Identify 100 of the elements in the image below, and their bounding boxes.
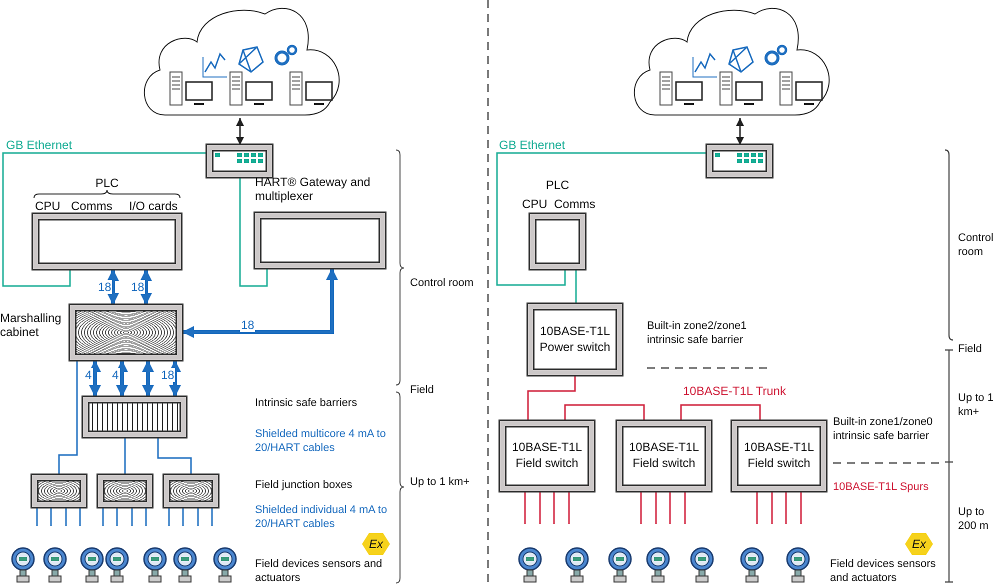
node-label: HART® Gateway and multiplexer [255,175,372,204]
junction-box [98,475,152,507]
plc-rack [530,214,585,269]
cable-line [669,491,671,524]
bracket-label: Up to 200 m [958,506,990,534]
switch-box: 10BASE-T1L Field switch [732,421,826,491]
edge-label: GB Ethernet [5,138,74,152]
side-note: Field devices sensors and actuators [255,558,384,586]
side-note: Intrinsic safe barriers [255,397,358,411]
cable-line [36,507,38,526]
field-device-icon [739,546,765,584]
cable-line [800,491,802,524]
field-device-icon [79,546,105,584]
junction-box [164,475,218,507]
network-switch [207,145,272,177]
connector-line [157,437,192,475]
side-note: 10BASE-T1L Spurs [833,481,930,495]
barrier-rack [83,397,186,437]
connector-line [124,437,126,475]
arrow [182,268,338,338]
plc-rack [33,214,181,269]
connector-line [575,269,577,304]
edge-label: 10BASE-T1L Trunk [682,384,787,398]
side-note: Field devices sensors and actuators [830,558,937,586]
cable-line [102,507,104,526]
heading: PLC [94,176,120,190]
field-device-icon [785,546,811,584]
network-switch [707,145,772,177]
cable-line [197,507,199,526]
arrow [736,118,744,145]
cable-line [145,507,147,526]
junction-box [32,475,86,507]
cable-line [785,491,787,524]
switch-box: 10BASE-T1L Field switch [617,421,711,491]
cable-line [655,491,657,524]
bracket-label: Control room [410,277,475,291]
cable-line [568,491,570,524]
cable-line [131,507,133,526]
cable-line [539,491,541,524]
node-label: Marshalling cabinet [0,311,62,340]
edge-label: 4 [84,368,93,382]
arrow [169,360,181,397]
edge-label: 18 [130,280,146,294]
connector-line [2,152,207,287]
field-device-icon [142,546,168,584]
cable-line [79,507,81,526]
switch-box: 10BASE-T1L Field switch [500,421,594,491]
edge-label: 18 [240,318,256,332]
node-label: CPU [35,199,62,214]
ex-mark: Ex [362,533,390,555]
cable-line [168,507,170,526]
cable-line [524,491,526,524]
cable-line [65,507,67,526]
bracket-label: Up to 1 km+ [410,476,470,490]
cable-line [211,507,213,526]
cable-line [684,491,686,524]
bracket-label: Field [410,384,435,398]
side-note: Shielded individual 4 mA to 20/HART cables [255,504,388,532]
node-label: Comms [71,199,114,214]
connector-line [239,177,268,287]
switch-box: 10BASE-T1L Power switch [528,304,622,375]
side-note: Built-in zone1/zone0 intrinsic safe barrier [833,416,934,444]
cable-line [553,491,555,524]
arrow [107,269,119,305]
field-device-icon [10,546,36,584]
node-label: CPU [522,197,548,212]
arrow [89,360,101,397]
node-label: I/O cards [129,199,179,214]
field-device-icon [104,546,130,584]
arrow [236,118,244,145]
gateway-box [255,213,385,268]
edge-label: GB Ethernet [498,138,566,152]
side-note: Built-in zone2/zone1 intrinsic safe barrier [647,320,748,348]
heading: PLC [544,178,570,192]
connector-line [58,360,78,475]
edge-label: 18 [97,280,112,294]
connector-line [680,404,761,421]
connector-line [527,375,576,421]
field-device-icon [42,546,68,584]
field-device-icon [645,546,671,584]
arrow [116,360,128,397]
ex-mark: Ex [905,533,933,555]
side-note: Field junction boxes [255,479,354,493]
cable-line [756,491,758,524]
bracket-label: Control room [958,232,994,260]
field-device-icon [172,546,198,584]
bracket-label: Field [958,343,983,357]
cable-line [50,507,52,526]
arrow [140,269,152,305]
field-device-icon [564,546,590,584]
cable-line [771,491,773,524]
cable-line [116,507,118,526]
arrow [142,360,154,397]
field-device-icon [607,546,633,584]
connector-line [564,404,645,421]
connector-line [496,152,707,286]
side-note: Shielded multicore 4 mA to 20/HART cables [255,428,387,456]
field-device-icon [689,546,715,584]
field-device-icon [212,546,238,584]
marshalling-cabinet [70,305,182,360]
